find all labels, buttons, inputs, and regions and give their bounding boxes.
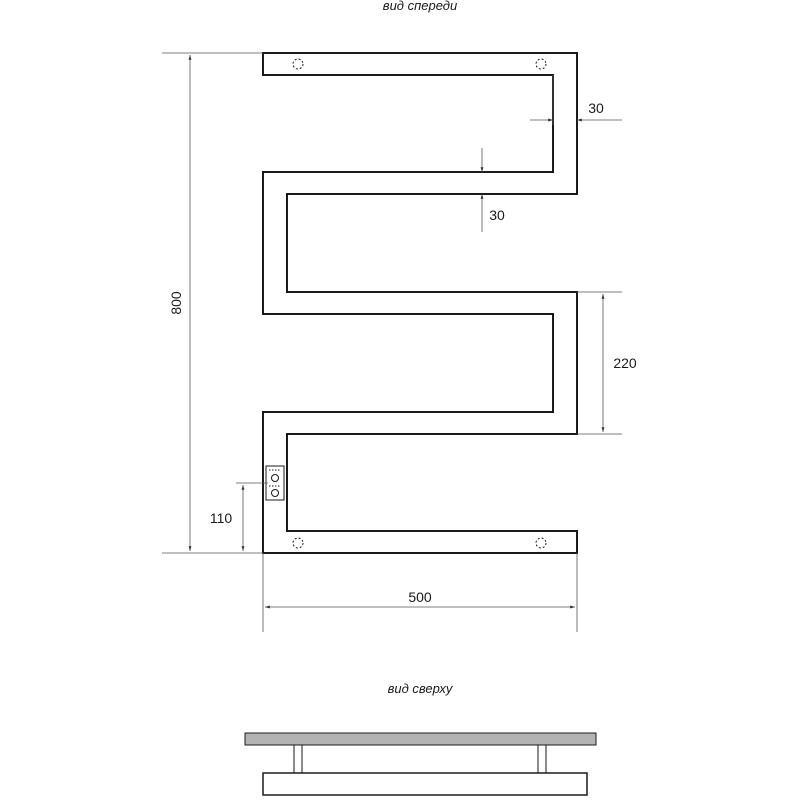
control-unit [265,465,285,501]
dimension-tube-width-a: 30 [530,75,622,125]
dimension-section-height: 220 [577,291,637,435]
top-view [244,732,597,796]
wall-plate [244,732,597,746]
bracket-left [293,744,303,774]
towel-rail-outline [262,52,578,554]
control-knob-bottom [271,489,279,497]
mounting-points [292,58,547,549]
control-knob-top [271,474,279,482]
width-value: 500 [408,589,432,605]
rail-top-view [262,772,588,796]
control-offset-value: 110 [210,510,233,526]
section-height-value: 220 [613,355,637,371]
dimension-tube-width-b: 30 [480,148,505,232]
front-view-label: вид спереди [383,0,457,13]
top-view-label: вид сверху [388,681,454,696]
mount-point-bottom-left [292,537,304,549]
dimension-control-offset: 110 [210,482,268,551]
mount-point-bottom-right [535,537,547,549]
mount-point-top-left [292,58,304,70]
dimension-height: 800 [162,52,263,554]
dimension-width: 500 [262,553,578,632]
mount-point-top-right [535,58,547,70]
bracket-right [537,744,547,774]
tube-width-b-value: 30 [489,207,505,223]
height-value: 800 [168,291,184,315]
tube-width-a-value: 30 [588,100,604,116]
